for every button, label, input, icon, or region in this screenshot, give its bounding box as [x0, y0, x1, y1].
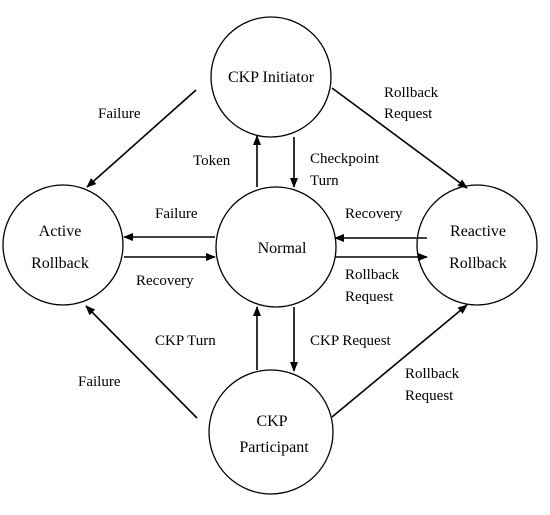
node-ckp-initiator-label: CKP Initiator: [228, 69, 315, 86]
label-active-to-normal: Recovery: [136, 273, 194, 289]
edge-initiator-to-reactive: [331, 87, 468, 189]
edge-initiator-to-active: [86, 89, 197, 188]
node-active-rollback-label-line1: Active: [39, 223, 82, 240]
label-participant-to-reactive-line2: Request: [405, 388, 454, 404]
label-initiator-to-reactive-line1: Rollback: [384, 85, 439, 101]
label-participant-to-reactive-line1: Rollback: [405, 366, 460, 382]
node-reactive-rollback-label-line2: Rollback: [449, 255, 507, 272]
node-ckp-participant: CKP Participant: [208, 369, 334, 495]
edge-participant-to-active: [85, 305, 198, 419]
label-initiator-to-normal-line1: Checkpoint: [310, 151, 380, 167]
node-normal: Normal: [215, 186, 337, 308]
node-ckp-participant-label-line1: CKP: [256, 413, 287, 430]
node-ckp-participant-label-line2: Participant: [239, 439, 309, 456]
node-reactive-rollback-label-line1: Reactive: [450, 223, 506, 240]
label-participant-to-normal: CKP Turn: [155, 333, 216, 349]
label-normal-to-reactive-line2: Request: [345, 289, 394, 305]
label-initiator-to-active: Failure: [98, 106, 141, 122]
node-ckp-initiator: CKP Initiator: [210, 16, 332, 138]
edge-participant-to-reactive: [331, 304, 468, 418]
label-normal-to-participant: CKP Request: [310, 333, 392, 349]
label-initiator-to-normal-line2: Turn: [310, 173, 339, 189]
label-normal-to-initiator: Token: [193, 153, 231, 169]
node-normal-label: Normal: [258, 240, 307, 257]
label-initiator-to-reactive-line2: Request: [384, 106, 433, 122]
label-reactive-to-normal: Recovery: [345, 206, 403, 222]
label-normal-to-active: Failure: [155, 206, 198, 222]
node-reactive-rollback: Reactive Rollback: [416, 184, 538, 306]
node-active-rollback-label-line2: Rollback: [31, 255, 89, 272]
label-participant-to-active: Failure: [78, 374, 121, 390]
node-active-rollback: Active Rollback: [2, 184, 124, 306]
label-normal-to-reactive-line1: Rollback: [345, 267, 400, 283]
